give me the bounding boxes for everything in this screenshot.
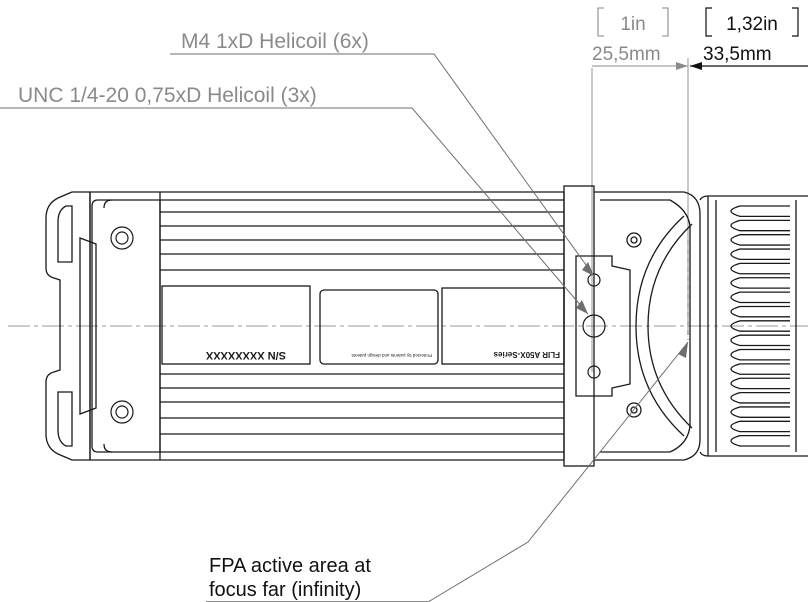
unc-helicoil-callout: UNC 1/4-20 0,75xD Helicoil (3x)	[18, 84, 317, 107]
lens-grip-tooth	[730, 219, 790, 232]
lens-grip-tooth	[730, 377, 790, 390]
fpa-callout-line2: focus far (infinity)	[209, 579, 361, 601]
lens-grip-tooth	[730, 434, 790, 447]
m4-helicoil-hole-top	[587, 273, 601, 287]
body-labels: S/N XXXXXXXX Protected by patents and de…	[205, 349, 560, 361]
m4-helicoil-hole-bottom	[587, 365, 601, 379]
fpa-distance-inches: 1in	[620, 14, 645, 35]
helicoil-holes	[582, 273, 606, 379]
fpa-callout-line1: FPA active area at	[209, 555, 371, 577]
rear-screws	[110, 226, 134, 424]
lens-grip-tooth	[730, 248, 790, 261]
camera-body	[45, 185, 701, 467]
lens-grip-tooth	[730, 334, 790, 347]
lens-grip-tooth	[730, 262, 790, 275]
serial-number-label: S/N XXXXXXXX	[205, 349, 286, 361]
dimension-fpa-distance: 1in 25,5mm	[592, 7, 688, 70]
lens-grip-tooth	[730, 291, 790, 304]
lens-grip-tooth	[730, 363, 790, 375]
unc-helicoil-hole	[582, 314, 606, 338]
patent-label: Protected by patents and design patents	[351, 353, 432, 358]
lens-grip-tooth	[730, 320, 790, 332]
lens-grip-tooth	[730, 234, 790, 246]
lens-grip-tooth	[730, 406, 790, 418]
leader-arrowheads	[576, 262, 688, 358]
m4-helicoil-callout: M4 1xD Helicoil (6x)	[181, 30, 369, 53]
lens-length-inches: 1,32in	[726, 14, 778, 35]
leader-lines	[0, 53, 689, 602]
fpa-distance-mm: 25,5mm	[592, 44, 661, 65]
lens-grip-tooth	[730, 305, 790, 318]
lens-grip-tooth	[730, 348, 790, 361]
brand-label: FLIR A50X-Series	[493, 350, 560, 359]
dimension-lens-length: 1,32in 33,5mm	[690, 7, 808, 70]
lens-grip-tooth	[730, 205, 790, 218]
lens-grip-tooth	[730, 391, 790, 404]
lens-grip-tooth	[730, 420, 790, 433]
lens-length-mm: 33,5mm	[703, 44, 772, 65]
lens-ring	[699, 195, 808, 457]
lens-grip-tooth	[730, 277, 790, 289]
